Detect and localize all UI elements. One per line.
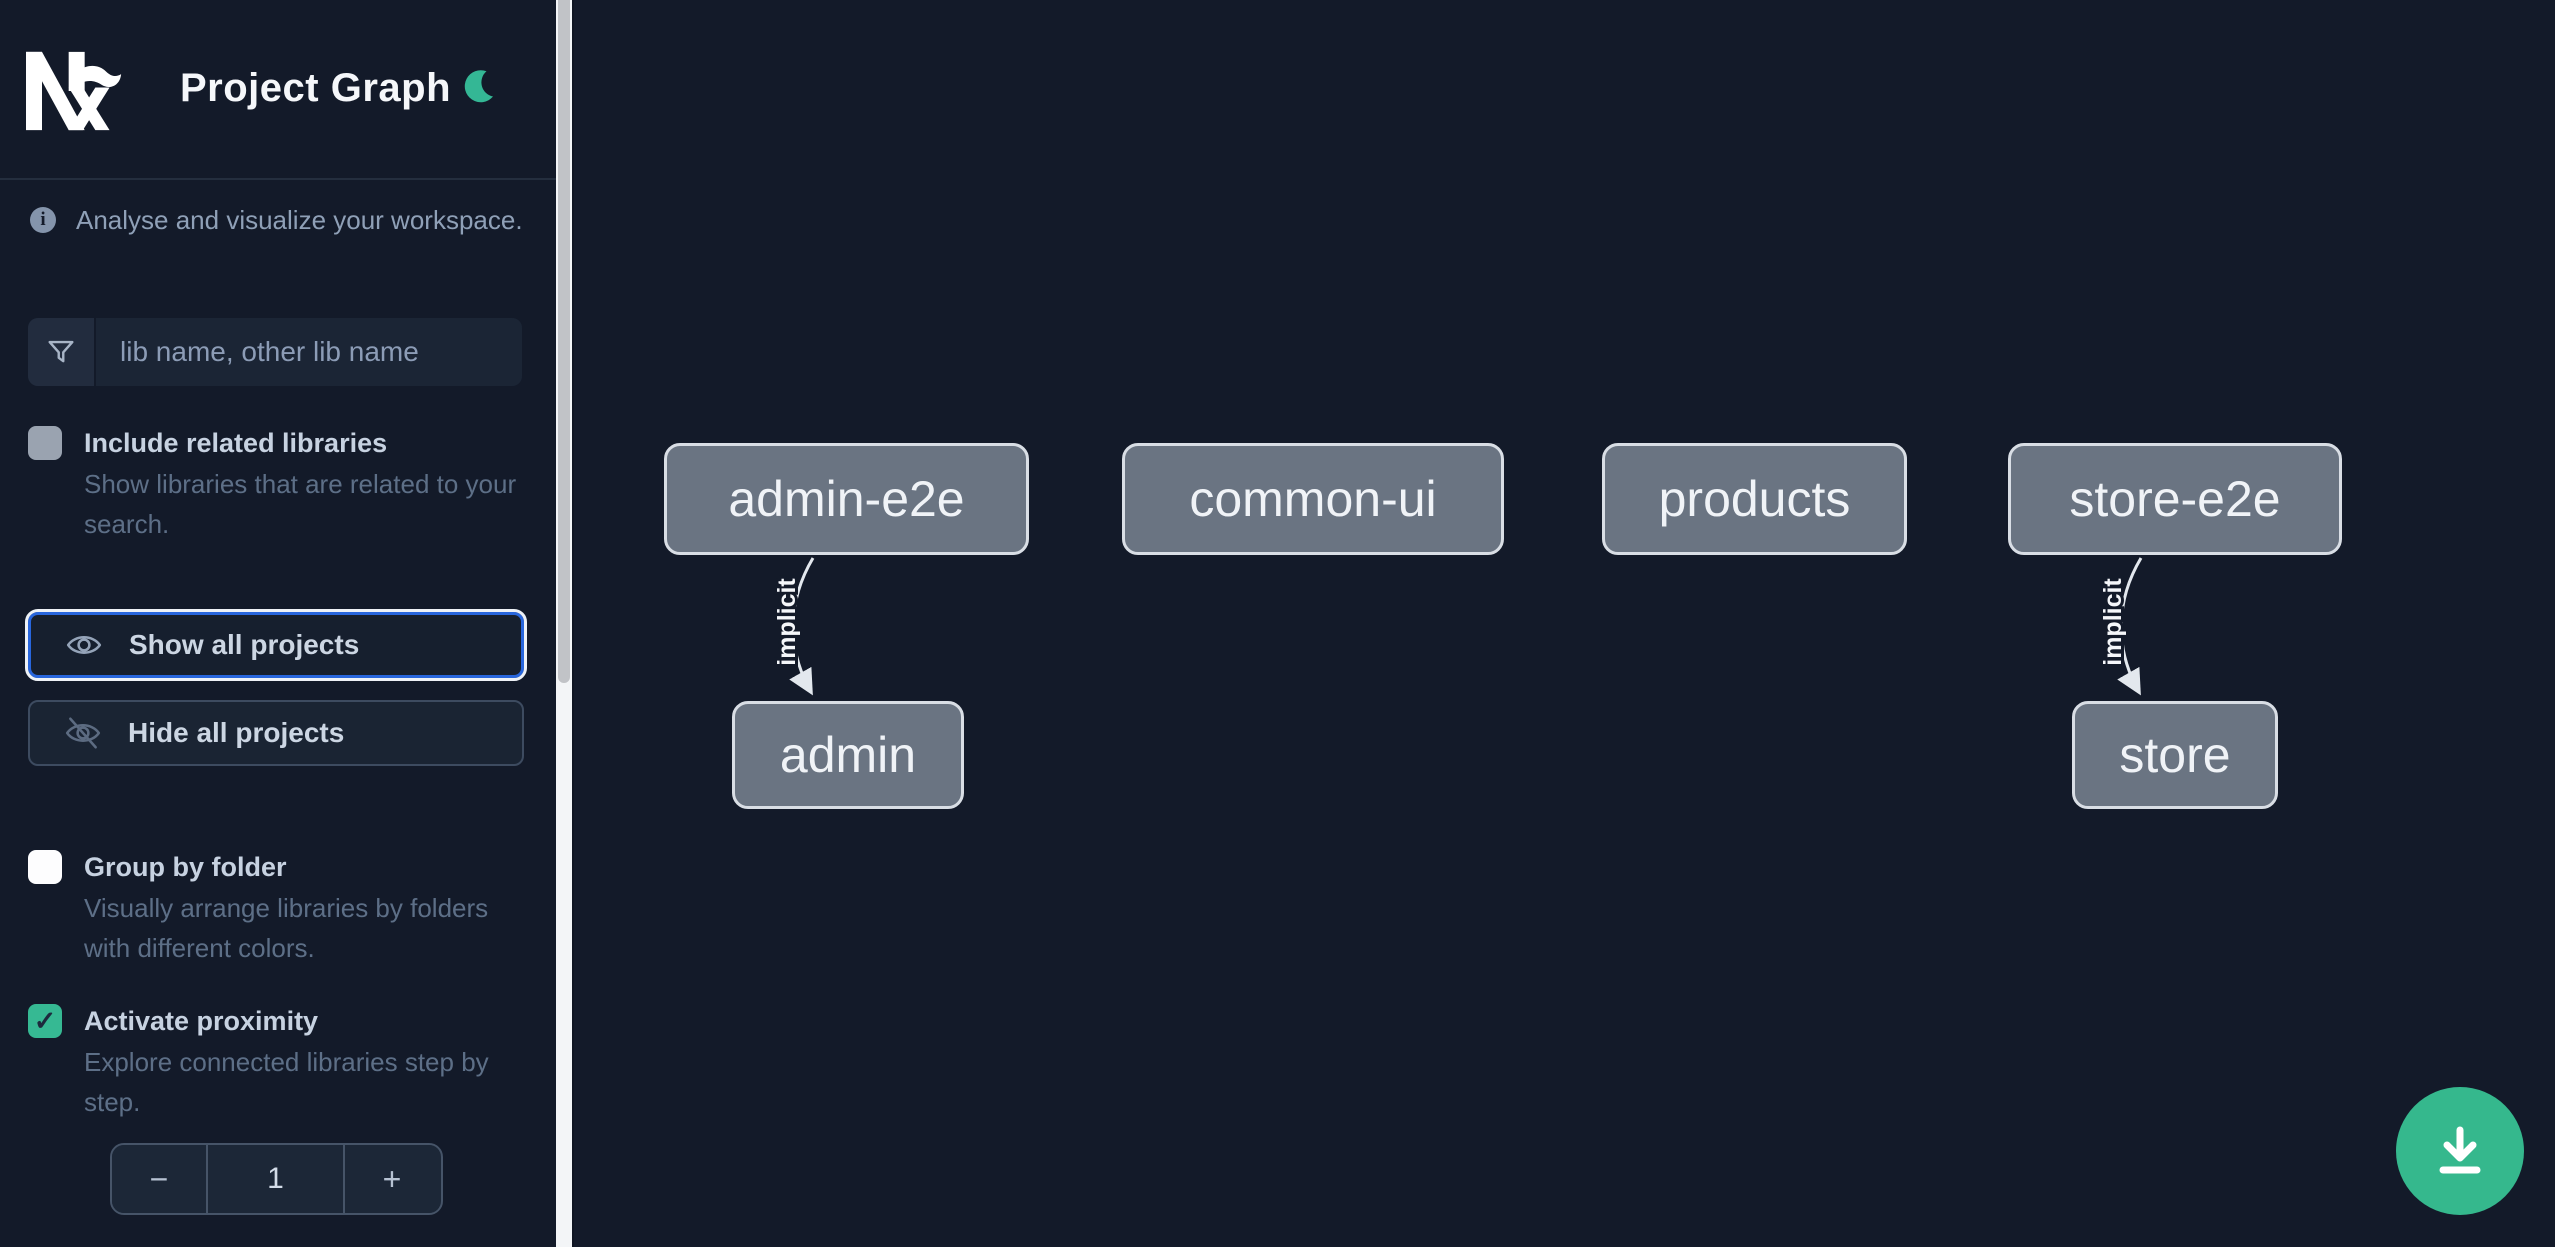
option-description: Visually arrange libraries by folders wi… <box>84 893 489 963</box>
stepper-increment-button[interactable]: + <box>343 1145 439 1213</box>
proximity-depth-stepper: − 1 + <box>110 1143 443 1215</box>
moon-icon <box>464 69 494 102</box>
page-title: Project Graph <box>180 66 452 110</box>
checkbox-include-related-libraries <box>28 426 62 460</box>
info-row: i Analyse and visualize your workspace. <box>30 196 530 244</box>
option-include-related-libraries: Include related libraries Show libraries… <box>28 422 528 544</box>
edge-admin-e2e-to-admin: implicit <box>770 557 815 696</box>
download-icon <box>2439 1126 2481 1174</box>
project-node-store[interactable]: store <box>2072 701 2278 809</box>
stepper-value[interactable]: 1 <box>208 1145 343 1213</box>
option-activate-proximity: ✓ Activate proximity Explore connected l… <box>28 1000 528 1122</box>
edge-label: implicit <box>773 578 801 666</box>
option-label: Group by folder <box>84 852 287 882</box>
edge-label: implicit <box>2099 578 2127 666</box>
option-label: Activate proximity <box>84 1006 319 1036</box>
checkbox-activate-proximity[interactable]: ✓ <box>28 1004 62 1038</box>
nx-logo <box>26 51 122 131</box>
filter-icon <box>28 318 96 386</box>
hide-all-projects-button[interactable]: Hide all projects <box>28 700 524 766</box>
project-node-admin[interactable]: admin <box>732 701 964 809</box>
sidebar-scrollbar-track <box>556 0 572 1247</box>
dependency-edges: implicit implicit <box>770 557 2143 696</box>
info-icon: i <box>30 207 56 233</box>
project-node-store-e2e[interactable]: store-e2e <box>2008 443 2342 555</box>
sidebar-scrollbar-thumb[interactable] <box>558 0 570 683</box>
check-icon: ✓ <box>33 1005 57 1036</box>
show-all-projects-label: Show all projects <box>129 629 360 660</box>
sidebar: Project Graph i Analyse and visualize yo… <box>0 0 556 1247</box>
show-all-projects-button[interactable]: Show all projects <box>25 609 527 681</box>
eye-slash-icon <box>65 717 101 749</box>
option-group-by-folder: Group by folder Visually arrange librari… <box>28 846 528 968</box>
search-box <box>28 318 522 386</box>
project-node-admin-e2e[interactable]: admin-e2e <box>664 443 1029 555</box>
checkbox-group-by-folder[interactable] <box>28 850 62 884</box>
info-text: Analyse and visualize your workspace. <box>76 204 523 235</box>
option-label: Include related libraries <box>84 428 388 458</box>
download-graph-button[interactable] <box>2396 1087 2524 1215</box>
sidebar-header: Project Graph <box>0 0 556 180</box>
edge-store-e2e-to-store: implicit <box>2096 557 2143 696</box>
project-node-common-ui[interactable]: common-ui <box>1122 443 1504 555</box>
search-input[interactable] <box>96 318 522 386</box>
option-description: Show libraries that are related to your … <box>84 469 517 539</box>
project-graph-canvas[interactable]: implicit implicit admin-e2e common-ui pr… <box>572 0 2555 1247</box>
eye-icon <box>66 636 102 654</box>
project-node-products[interactable]: products <box>1602 443 1907 555</box>
stepper-decrement-button[interactable]: − <box>112 1145 208 1213</box>
option-description: Explore connected libraries step by step… <box>84 1047 489 1117</box>
hide-all-projects-label: Hide all projects <box>128 717 345 748</box>
dark-mode-toggle-button[interactable] <box>458 62 514 118</box>
